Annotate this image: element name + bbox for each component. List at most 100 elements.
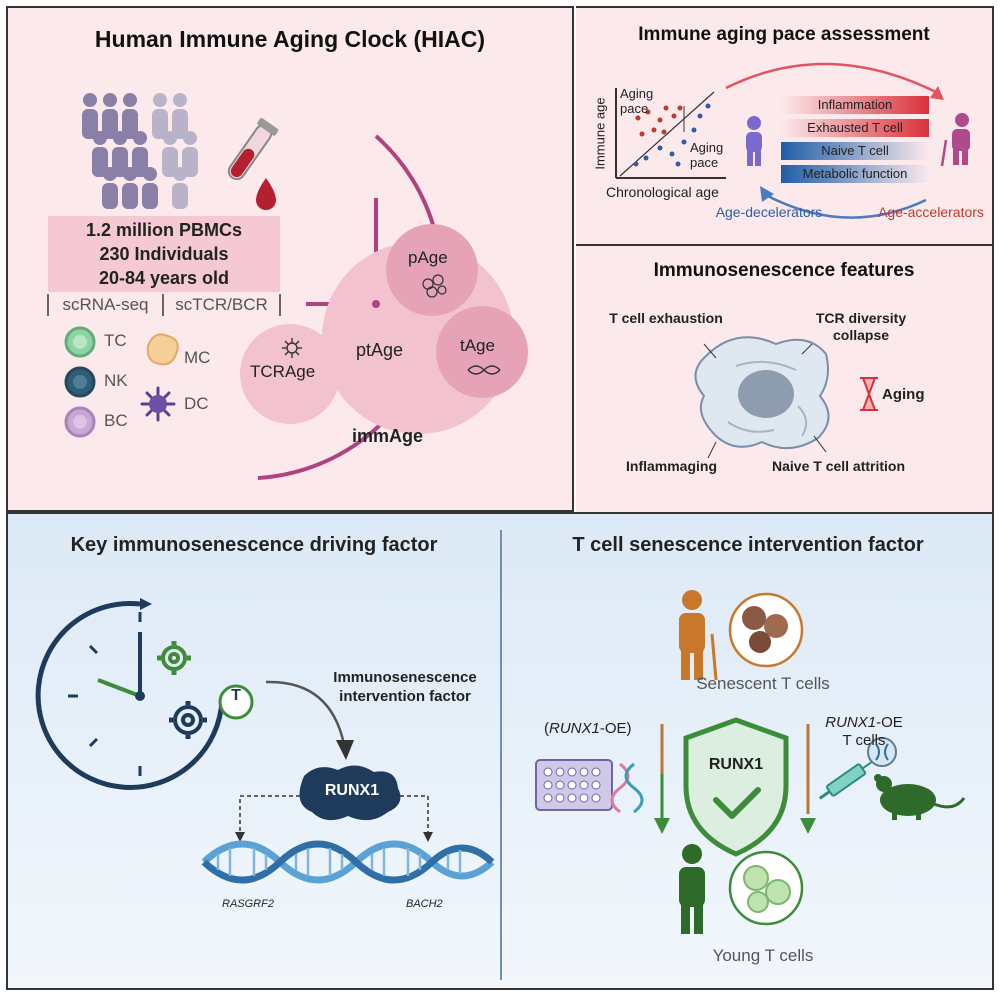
feature-naive: Naive T cell attrition: [772, 458, 906, 474]
features-panel: Immunosenescence features T cell exhaust…: [576, 246, 994, 512]
young-person-icon: [746, 116, 762, 166]
runx1-label: RUNX1: [324, 782, 380, 799]
gene-rasgrf2: RASGRF2: [222, 898, 274, 910]
bottom-panel: Key immunosenescence driving factor T ce…: [6, 512, 994, 990]
bar-naive: [781, 142, 929, 160]
accelerators-label: Age-accelerators: [878, 204, 984, 220]
gear-green-icon: [157, 641, 191, 675]
shield-label: RUNX1: [708, 756, 764, 773]
cell-bc-icon: [64, 406, 96, 438]
aging-pace-label-top: Aging pace: [620, 86, 654, 116]
shield-icon: [683, 717, 789, 857]
tcrage-circle: [240, 324, 340, 424]
cell-tc-icon: [64, 326, 96, 358]
stat-individuals: 230 Individuals: [99, 244, 229, 264]
label-bc: BC: [104, 411, 128, 430]
young-cells-icon: [728, 850, 804, 926]
intervention-factor-label: Immunosenescence intervention factor: [333, 669, 477, 705]
dna-small-icon: [467, 365, 501, 375]
bar-exhausted: [781, 119, 929, 137]
elderly-person-orange-icon: [679, 590, 718, 681]
label-page: pAge: [408, 248, 448, 267]
bar-metabolic-label: Metabolic function: [802, 166, 908, 181]
runx1-protein-icon: [299, 765, 401, 821]
stats-box: [48, 216, 280, 292]
cell-nk-icon: [64, 366, 96, 398]
stats-text: 1.2 million PBMCs 230 Individuals 20-84 …: [48, 218, 280, 290]
hiac-panel: Human Immune Aging Clock (HIAC): [6, 6, 574, 512]
label-immage: immAge: [352, 426, 424, 446]
stat-pbmcs: 1.2 million PBMCs: [85, 220, 243, 240]
scatter-points: [633, 103, 711, 167]
oe-right-line2: T cells: [842, 732, 886, 749]
intervention-title: T cell senescence intervention factor: [572, 534, 924, 556]
oe-right-gene: RUNX1: [825, 714, 877, 731]
feature-aging: Aging: [882, 386, 925, 403]
senescent-label: Senescent T cells: [696, 674, 830, 693]
elderly-person-icon: [940, 113, 970, 167]
bottom-graphics: [35, 590, 966, 934]
young-person-green-icon: [679, 844, 705, 934]
features-title: Immunosenescence features: [653, 260, 915, 281]
bar-exhausted-label: Exhausted T cell: [807, 120, 903, 135]
label-dc: DC: [184, 394, 209, 413]
label-nk: NK: [104, 371, 128, 390]
bar-inflammation-label: Inflammation: [817, 97, 893, 112]
label-mc: MC: [184, 348, 211, 367]
method-scrna: scRNA-seq: [62, 295, 149, 314]
dna-pink-icon: [610, 762, 644, 814]
tage-circle: [436, 306, 528, 398]
driving-title: Key immunosenescence driving factor: [70, 534, 438, 556]
y-axis-wrap: Immune age: [590, 90, 610, 180]
label-ptage: ptAge: [356, 340, 404, 360]
bar-inflammation: [781, 96, 929, 114]
young-label: Young T cells: [712, 946, 814, 965]
y-axis-label: Immune age: [592, 97, 608, 170]
dna-helix-icon: [201, 840, 495, 884]
curved-arrow: [265, 680, 346, 745]
label-tc: TC: [104, 331, 127, 350]
senescent-cells-icon: [728, 592, 804, 668]
tcr-virus-icon: [282, 338, 302, 358]
population-icon: [82, 93, 198, 209]
arc-up: [725, 62, 937, 94]
pace-panel: Immune aging pace assessment: [576, 6, 994, 246]
cell-mc-icon: [146, 333, 179, 366]
well-plate-icon: [535, 759, 613, 811]
bar-metabolic: [781, 165, 929, 183]
decelerators-label: Age-decelerators: [715, 204, 823, 220]
clock-badge: T: [231, 687, 241, 704]
page-circle: [386, 224, 478, 316]
label-tage: tAge: [460, 336, 495, 355]
feature-tcr: TCR diversity collapse: [815, 310, 907, 343]
x-axis-label: Chronological age: [606, 184, 719, 200]
syringe-icon: [818, 759, 875, 800]
blood-tube-icon: [227, 118, 279, 210]
gear-navy-icon: [169, 701, 207, 739]
senescent-cell-icon: [694, 336, 878, 459]
oe-right-label: RUNX1-OE T cells: [814, 714, 914, 750]
t-cell-bubble-icon: [218, 684, 254, 720]
hourglass-icon: [860, 377, 878, 411]
hiac-title: Human Immune Aging Clock (HIAC): [94, 26, 486, 52]
hiac-graphics: [47, 93, 528, 480]
bar-naive-label: Naive T cell: [821, 143, 889, 158]
mouse-icon: [874, 774, 966, 820]
divider: [500, 530, 502, 980]
virus-dna-icon: [867, 737, 897, 767]
stat-age-range: 20-84 years old: [98, 268, 230, 288]
cells-cluster-icon: [422, 274, 447, 298]
feature-inflammaging: Inflammaging: [626, 458, 718, 474]
arc-down: [763, 192, 927, 219]
gene-bach2: BACH2: [406, 898, 443, 910]
oe-left-gene: RUNX1: [549, 720, 600, 737]
method-separators: [47, 294, 281, 316]
oe-left-suffix: -OE): [599, 720, 632, 737]
dashed-arrows: [239, 795, 429, 834]
pace-graphics: [615, 62, 970, 219]
method-sctcr: scTCR/BCR: [175, 295, 268, 314]
clock-icon: [35, 598, 225, 790]
aging-pace-label-bottom: Aging pace: [690, 140, 724, 170]
feature-exhaustion: T cell exhaustion: [609, 310, 723, 326]
